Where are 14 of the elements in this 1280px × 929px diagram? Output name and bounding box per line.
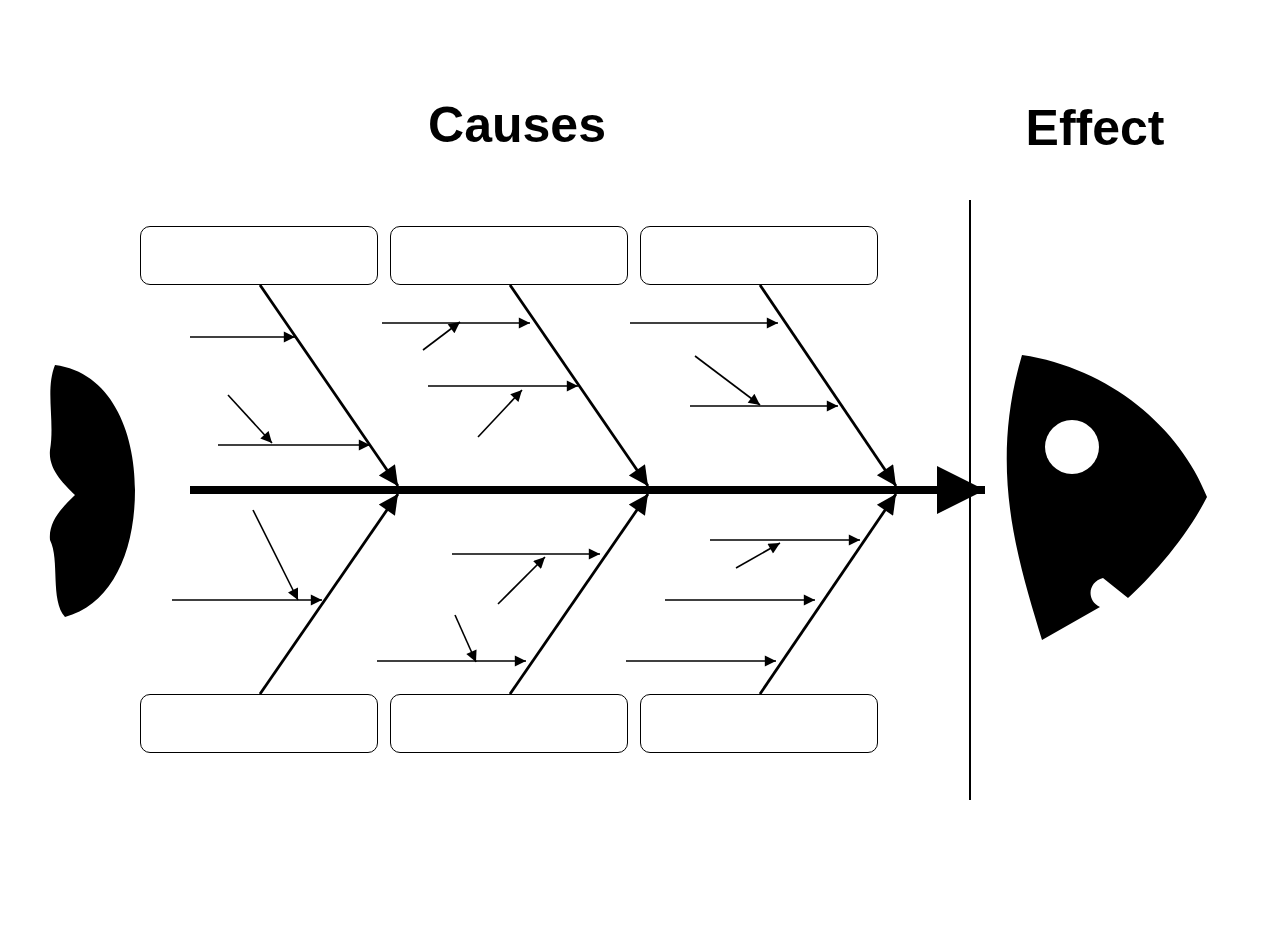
cause-box — [390, 226, 628, 285]
cause-box — [140, 694, 378, 753]
bone-arrow — [508, 493, 650, 695]
heading-text: Effect — [1025, 99, 1165, 157]
bone-arrow — [508, 284, 650, 487]
heading-text: Causes — [428, 96, 606, 154]
bone-arrow — [758, 284, 898, 487]
cause-box — [390, 694, 628, 753]
cause-box — [640, 694, 878, 753]
bone-arrow — [758, 493, 898, 695]
bone-arrow — [258, 284, 400, 487]
cause-box — [140, 226, 378, 285]
cause-box — [640, 226, 878, 285]
bone-arrow — [258, 493, 400, 695]
